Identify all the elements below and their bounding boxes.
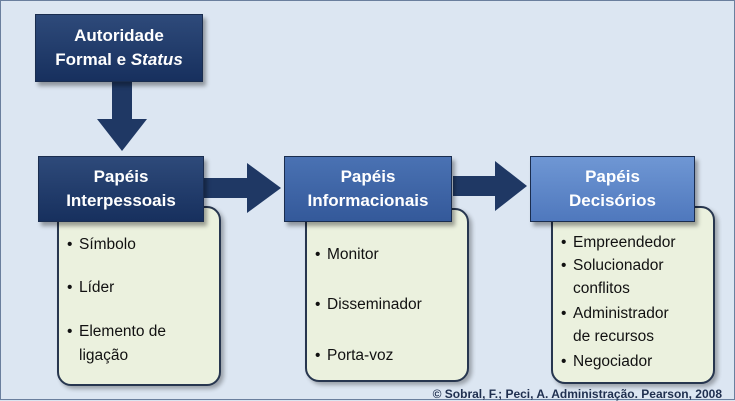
informational-roles-list: •Monitor •Disseminador •Porta-voz — [305, 208, 469, 382]
header-line2: Interpessoais — [66, 191, 176, 210]
decisional-roles-header: Papéis Decisórios — [530, 156, 695, 222]
interpersonal-roles-header: Papéis Interpessoais — [38, 156, 204, 222]
authority-box: Autoridade Formal e Status — [35, 14, 203, 82]
arrow-right-informational-to-decisional — [453, 161, 527, 211]
header-line1: Papéis — [340, 167, 396, 186]
decisional-roles-list: •Empreendedor •Solucionador conflitos •A… — [551, 206, 715, 384]
informational-roles-header: Papéis Informacionais — [284, 156, 452, 222]
header-line2: Informacionais — [307, 191, 429, 210]
header-line1: Papéis — [93, 167, 149, 186]
arrow-right-interpersonal-to-informational — [203, 163, 281, 213]
header-line2: Decisórios — [569, 191, 656, 210]
interpersonal-roles-list: •Símbolo •Líder •Elemento de ligação — [57, 206, 221, 386]
arrow-down-authority-to-interpersonal — [97, 81, 147, 151]
authority-line1: Autoridade — [74, 26, 164, 45]
header-line1: Papéis — [585, 167, 640, 186]
authority-line2: Formal e Status — [55, 50, 183, 69]
copyright-footer: © Sobral, F.; Peci, A. Administração. Pe… — [432, 387, 722, 401]
